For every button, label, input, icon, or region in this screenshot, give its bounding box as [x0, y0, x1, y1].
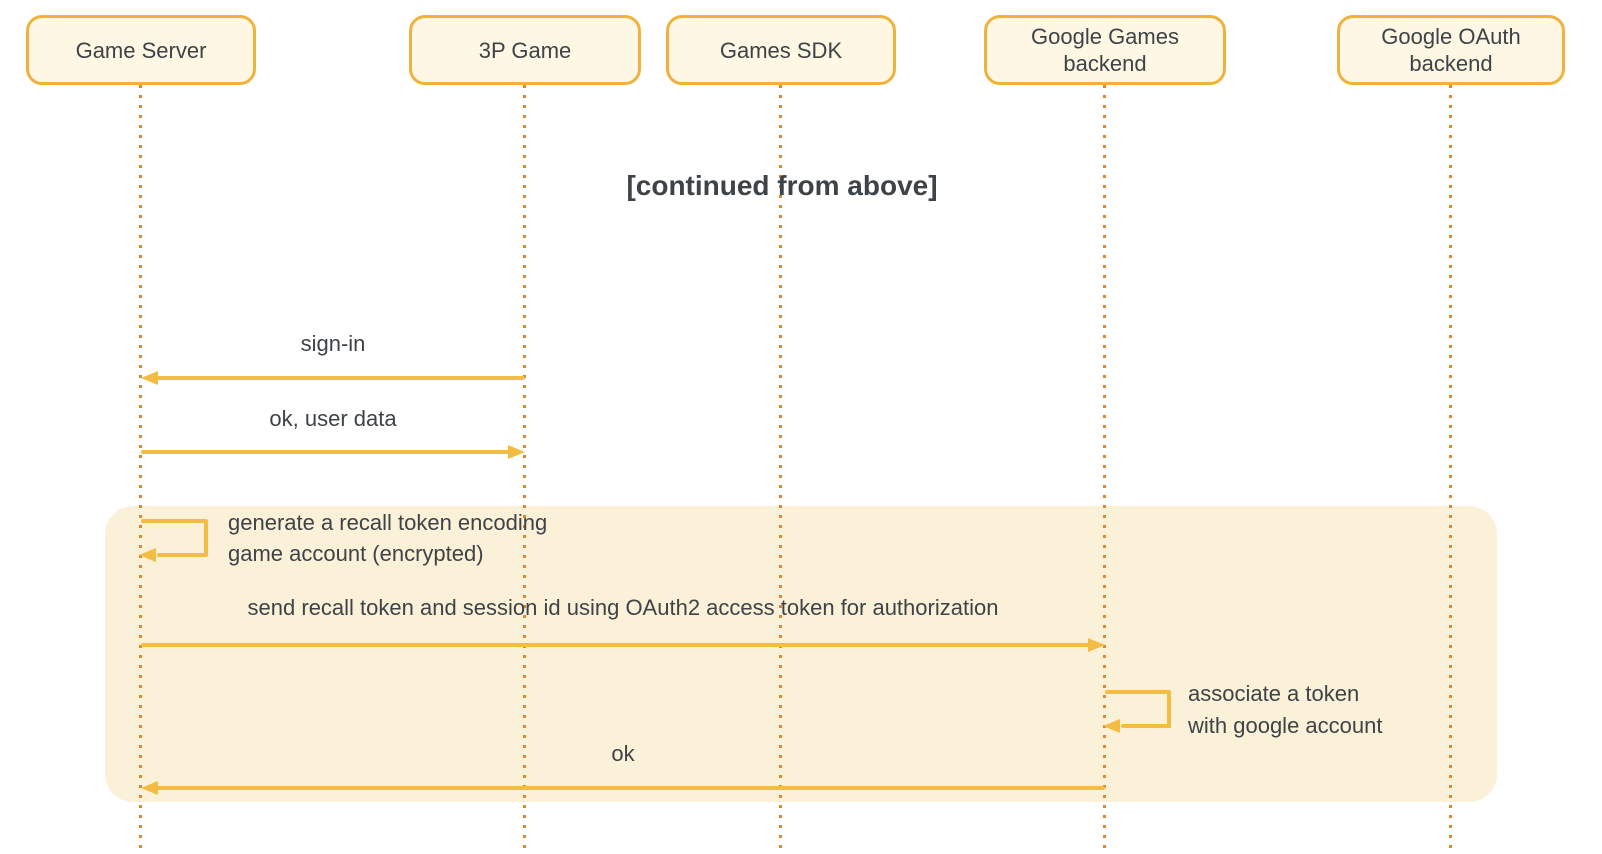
- message-label-send-recall: send recall token and session id using O…: [247, 595, 999, 620]
- arrowhead-left-icon: [141, 781, 158, 795]
- generate-recall-line1: generate a recall token encoding: [228, 510, 548, 535]
- lifeline-google-games-backend: [1103, 85, 1106, 854]
- arrowhead-left-icon: [139, 548, 156, 562]
- arrowhead-right-icon: [508, 445, 525, 459]
- associate-line2: with google account: [1188, 713, 1383, 738]
- actor-google-oauth-backend: Google OAuth backend: [1337, 15, 1565, 85]
- lifeline-3p-game: [523, 85, 526, 854]
- message-arrow-ok-user-data: [141, 445, 525, 459]
- actor-games-sdk: Games SDK: [666, 15, 896, 85]
- self-loop-generate-top: [141, 519, 207, 523]
- self-loop-generate-bottom: [157, 553, 207, 557]
- continuation-note: [continued from above]: [626, 170, 938, 201]
- arrow-line: [154, 786, 1105, 790]
- arrowhead-left-icon: [141, 371, 158, 385]
- actor-google-games-backend: Google Games backend: [984, 15, 1226, 85]
- arrow-line: [141, 643, 1092, 647]
- actor-game-server: Game Server: [26, 15, 256, 85]
- message-label-ok: ok: [611, 741, 635, 766]
- lifeline-google-oauth-backend: [1449, 85, 1452, 854]
- generate-recall-line2: game account (encrypted): [228, 541, 484, 566]
- arrow-line: [154, 376, 525, 380]
- self-loop-associate-top: [1105, 690, 1171, 694]
- self-loop-associate-side: [1167, 690, 1171, 728]
- message-label-sign-in: sign-in: [300, 331, 366, 356]
- message-arrow-send-recall: [141, 638, 1105, 652]
- self-loop-associate-bottom: [1121, 724, 1171, 728]
- arrow-line: [141, 450, 512, 454]
- message-arrow-ok: [141, 781, 1105, 795]
- message-label-associate: associate a token with google account: [1188, 678, 1382, 742]
- arrowhead-left-icon: [1103, 719, 1120, 733]
- message-label-ok-user-data: ok, user data: [269, 406, 397, 431]
- message-label-generate-recall: generate a recall token encoding game ac…: [228, 507, 547, 569]
- message-arrow-sign-in: [141, 371, 525, 385]
- lifeline-game-server: [139, 85, 142, 854]
- associate-line1: associate a token: [1188, 681, 1360, 706]
- actor-3p-game: 3P Game: [409, 15, 641, 85]
- highlight-region: [105, 506, 1497, 802]
- lifeline-games-sdk: [779, 85, 782, 854]
- arrowhead-right-icon: [1088, 638, 1105, 652]
- self-loop-generate-side: [204, 519, 208, 557]
